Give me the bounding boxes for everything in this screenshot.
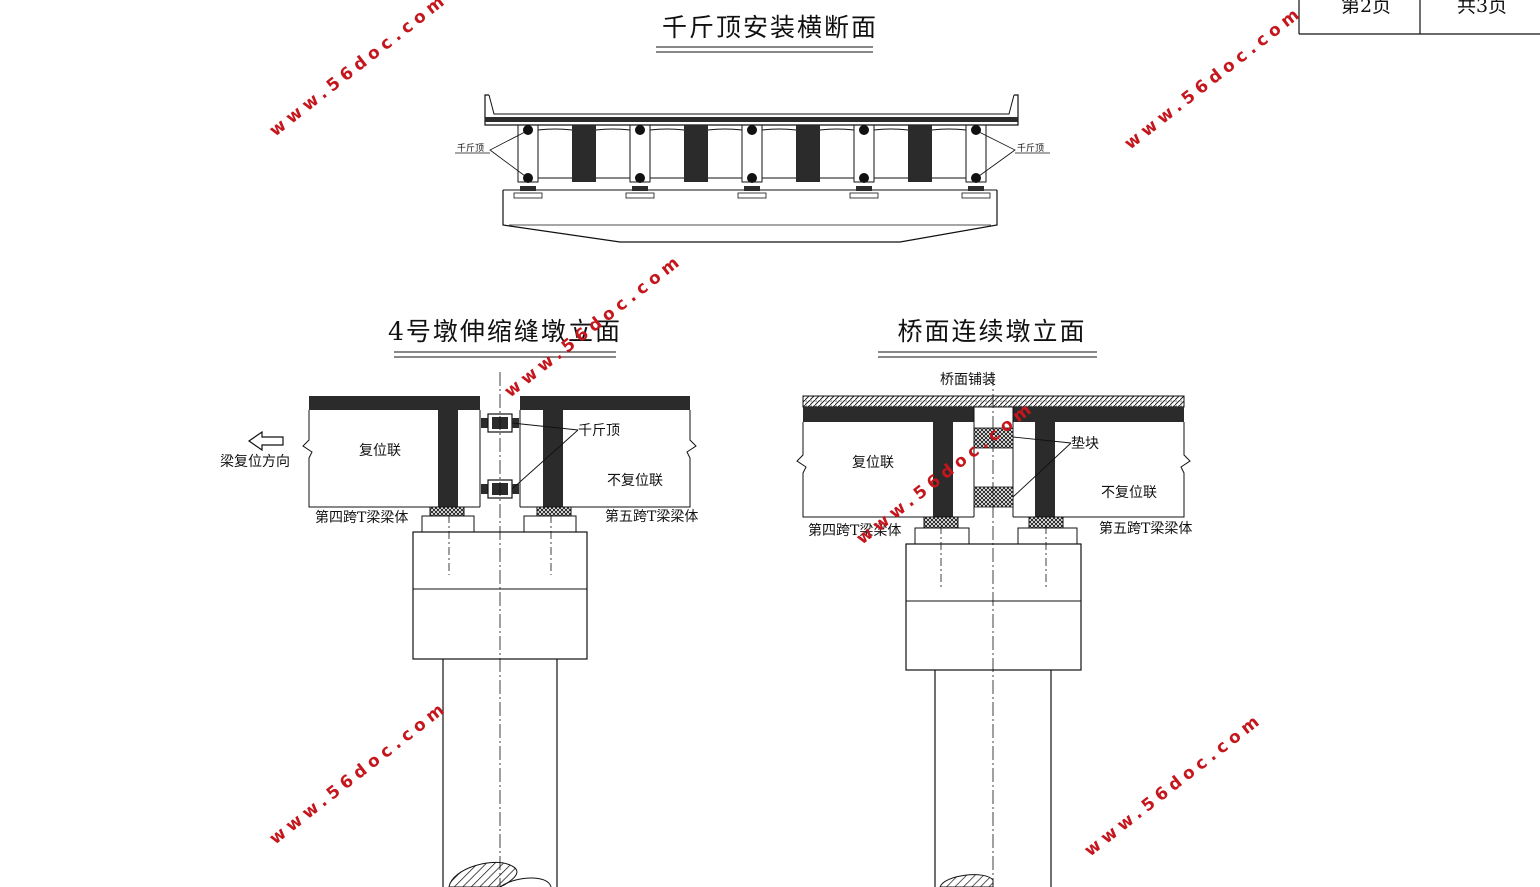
- jack-label-left: 千斤顶: [457, 143, 484, 154]
- left-reset-unit-label: 复位联: [359, 442, 401, 459]
- page-current: 第2页: [1341, 0, 1391, 17]
- left-jack-label: 千斤顶: [578, 423, 620, 439]
- left-section-title: 4号墩伸缩缝墩立面: [388, 317, 622, 346]
- left-beam5-label: 第五跨T梁梁体: [605, 508, 698, 525]
- deck-paving-label: 桥面铺装: [940, 372, 996, 388]
- watermark-text: www.56doc.com: [266, 0, 452, 141]
- jack-label-right: 千斤顶: [1017, 143, 1044, 154]
- right-non-reset-unit-label: 不复位联: [1101, 484, 1157, 501]
- watermark-text: www.56doc.com: [1121, 2, 1307, 154]
- right-beam4-label: 第四跨T梁梁体: [808, 522, 901, 539]
- reset-direction-arrow-icon: [247, 430, 284, 452]
- pad-label: 垫块: [1071, 436, 1099, 452]
- right-reset-unit-label: 复位联: [852, 454, 894, 471]
- right-beam5-label: 第五跨T梁梁体: [1099, 520, 1192, 537]
- expansion-joint-pier-elevation: 千斤顶 复位联 不复位联 梁复位方向 第四跨T梁梁体 第五跨T梁梁体: [220, 372, 698, 887]
- reset-direction-label: 梁复位方向: [220, 453, 290, 470]
- right-section-title: 桥面连续墩立面: [897, 317, 1086, 346]
- top-section-title: 千斤顶安装横断面: [662, 13, 878, 42]
- watermark-text: www.56doc.com: [1081, 709, 1267, 861]
- left-beam4-label: 第四跨T梁梁体: [315, 509, 408, 526]
- page-total: 共3页: [1457, 0, 1507, 17]
- left-non-reset-unit-label: 不复位联: [607, 472, 663, 489]
- continuous-deck-pier-elevation: 桥面铺装 垫块 复位联 不复位联 第四跨T梁梁体 第五跨T梁梁体: [796, 372, 1192, 887]
- page-number-box: 第2页 共3页: [1298, 0, 1540, 35]
- jack-cross-section: 千斤顶 千斤顶: [455, 94, 1050, 243]
- watermark-text: www.56doc.com: [266, 697, 452, 849]
